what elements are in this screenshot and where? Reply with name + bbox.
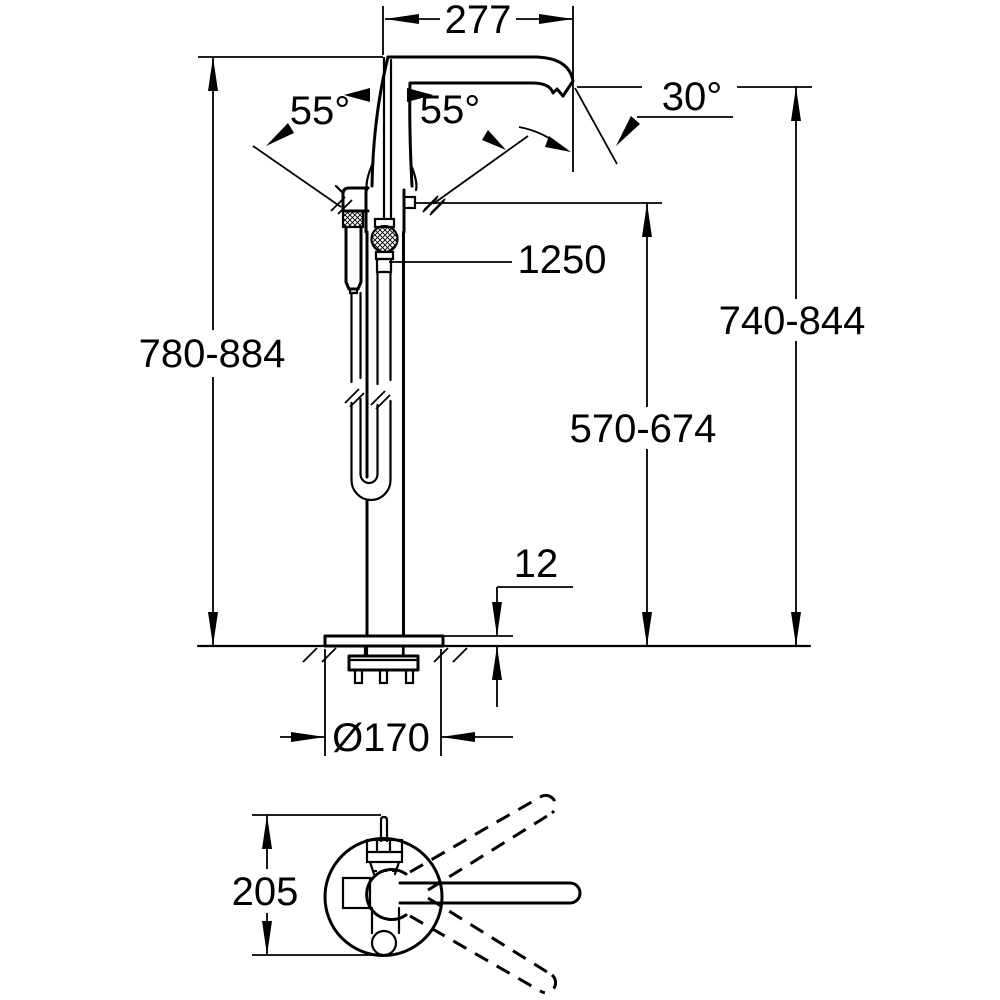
plan-spout-swivel-up xyxy=(409,793,558,892)
hand-shower-holder xyxy=(341,186,370,213)
side-connection-nub xyxy=(402,195,417,210)
dim-base-diameter: Ø170 xyxy=(280,649,513,760)
dim-swivel-left-label: 55° xyxy=(290,89,351,133)
dim-hose-length: 1250 xyxy=(389,238,606,282)
hand-shower xyxy=(341,209,365,295)
dim-spout-reach-label: 277 xyxy=(445,0,512,42)
dim-base-height: 12 xyxy=(443,542,573,707)
hose-ball-joint xyxy=(370,224,399,254)
dimensions-front: 277 780-884 740-844 570-674 xyxy=(139,0,866,760)
plan-spout-swivel-down xyxy=(409,896,558,995)
base-mounting xyxy=(323,634,445,685)
dim-spout-reach: 277 xyxy=(382,0,574,172)
plan-view: 205 xyxy=(232,793,582,995)
dim-swivel-right-label: 55° xyxy=(420,88,481,132)
spout xyxy=(365,55,575,220)
dim-connection-height: 570-674 xyxy=(414,195,717,646)
shower-hose xyxy=(344,270,392,502)
dim-outlet-height: 740-844 xyxy=(577,86,866,646)
dim-plan-depth-label: 205 xyxy=(232,870,299,914)
standpipe-column xyxy=(365,230,405,638)
floor-line xyxy=(196,644,812,663)
mounting-flange xyxy=(347,654,420,672)
base-plate xyxy=(323,634,445,648)
mixer-body xyxy=(334,184,417,274)
dim-outlet-height-label: 740-844 xyxy=(719,299,866,343)
dim-plan-depth: 205 xyxy=(232,814,387,956)
dim-overall-height-label: 780-884 xyxy=(139,332,286,376)
dim-outlet-angle: 30° xyxy=(574,75,733,165)
dim-overall-height: 780-884 xyxy=(139,56,383,646)
dim-base-height-label: 12 xyxy=(514,542,559,586)
dim-hose-length-label: 1250 xyxy=(518,238,607,282)
hand-shower-grip-knurl xyxy=(341,209,365,229)
dim-connection-height-label: 570-674 xyxy=(570,407,717,451)
dim-swivel-left: 55° xyxy=(252,88,370,215)
dim-outlet-angle-label: 30° xyxy=(662,75,723,119)
front-view xyxy=(196,55,812,685)
hose-break-marks xyxy=(344,388,391,410)
dim-base-diameter-label: Ø170 xyxy=(332,716,430,760)
dim-swivel-right: 55° xyxy=(407,88,571,216)
plan-spout-arm xyxy=(398,881,582,905)
